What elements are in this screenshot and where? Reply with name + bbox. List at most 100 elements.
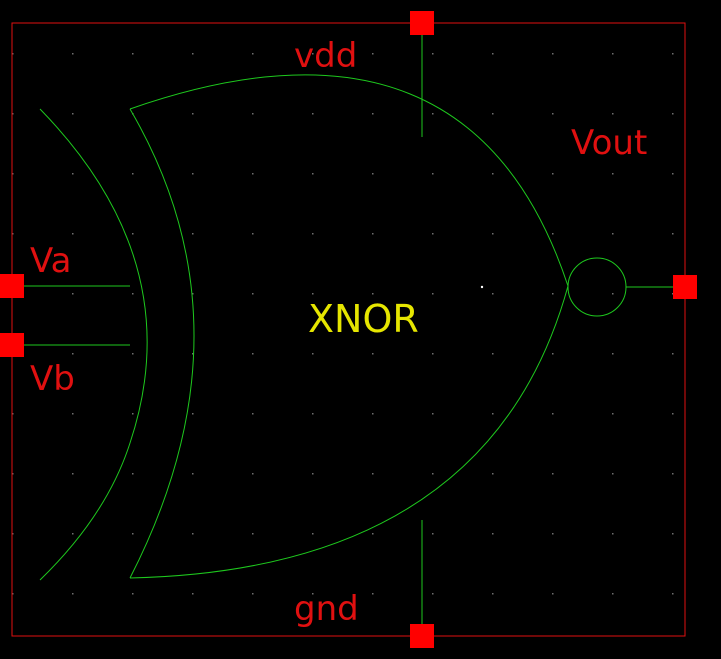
grid-dot xyxy=(132,53,134,55)
grid-dot xyxy=(432,53,434,55)
pin-label-gnd: gnd xyxy=(294,589,359,629)
grid-dot xyxy=(132,533,134,535)
pins xyxy=(0,11,697,648)
grid-dot xyxy=(492,173,494,175)
grid-dot xyxy=(672,533,674,535)
grid-dot xyxy=(492,533,494,535)
grid-dot xyxy=(192,413,194,415)
grid-dot xyxy=(72,413,74,415)
grid-dot xyxy=(312,173,314,175)
grid-dot xyxy=(672,473,674,475)
grid-dot xyxy=(372,293,374,295)
grid-dot xyxy=(312,353,314,355)
grid-dot xyxy=(372,113,374,115)
grid-dot xyxy=(552,53,554,55)
grid-dot xyxy=(612,173,614,175)
instance-label: XNOR xyxy=(308,297,419,341)
xnor-top-curve xyxy=(129,74,569,287)
grid-dot xyxy=(552,293,554,295)
grid-dot xyxy=(132,233,134,235)
grid-dot xyxy=(492,113,494,115)
grid-dot xyxy=(312,593,314,595)
pin-label-va: Va xyxy=(30,241,71,281)
grid-dot xyxy=(132,413,134,415)
grid-dot xyxy=(252,173,254,175)
grid-dot xyxy=(492,353,494,355)
grid-dot xyxy=(372,593,374,595)
pin-wires xyxy=(12,23,685,636)
grid-dot xyxy=(312,533,314,535)
grid-dot xyxy=(252,113,254,115)
grid-dot xyxy=(612,473,614,475)
xnor-input-arc xyxy=(39,108,148,581)
grid-dot xyxy=(552,473,554,475)
grid-dot xyxy=(372,473,374,475)
grid-dot xyxy=(672,53,674,55)
origin-marker xyxy=(480,285,484,289)
grid-dot xyxy=(132,353,134,355)
grid-dot xyxy=(552,413,554,415)
grid-dot xyxy=(252,233,254,235)
xnor-bottom-curve xyxy=(129,285,569,579)
pin-vout[interactable] xyxy=(673,275,697,299)
inversion-bubble xyxy=(567,257,627,317)
grid-dot xyxy=(312,233,314,235)
grid-dot xyxy=(72,233,74,235)
grid-dot xyxy=(492,293,494,295)
grid-dot xyxy=(12,533,14,535)
grid-dot xyxy=(612,593,614,595)
grid-dot xyxy=(552,533,554,535)
grid-dot xyxy=(252,53,254,55)
grid-dot xyxy=(432,533,434,535)
grid-dot xyxy=(552,173,554,175)
grid-dot xyxy=(432,413,434,415)
grid-dot xyxy=(192,353,194,355)
grid-dot xyxy=(312,53,314,55)
grid-dot xyxy=(12,593,14,595)
grid-dot xyxy=(192,113,194,115)
grid-dot xyxy=(612,53,614,55)
grid-dot xyxy=(252,293,254,295)
grid-dot xyxy=(192,473,194,475)
grid-dot xyxy=(672,293,674,295)
grid-dot xyxy=(132,593,134,595)
grid-dot xyxy=(432,353,434,355)
grid-dot xyxy=(612,233,614,235)
grid-dot xyxy=(612,413,614,415)
grid-dot xyxy=(672,413,674,415)
grid-dot xyxy=(552,353,554,355)
pin-va[interactable] xyxy=(0,274,24,298)
pin-gnd[interactable] xyxy=(410,624,434,648)
pin-vdd[interactable] xyxy=(410,11,434,35)
grid-dot xyxy=(252,413,254,415)
grid-dot xyxy=(12,53,14,55)
grid-dot xyxy=(252,533,254,535)
grid-dot xyxy=(12,473,14,475)
grid-dot xyxy=(72,173,74,175)
grid-dot xyxy=(672,593,674,595)
grid-dot xyxy=(12,113,14,115)
grid-dot xyxy=(312,293,314,295)
grid-dot xyxy=(192,233,194,235)
grid-dot xyxy=(612,533,614,535)
xnor-back-curve xyxy=(129,108,195,579)
grid-dot xyxy=(492,53,494,55)
grid-dot xyxy=(432,113,434,115)
grid-dot xyxy=(672,353,674,355)
grid-dot xyxy=(372,533,374,535)
grid-dot xyxy=(72,353,74,355)
grid-dot xyxy=(612,113,614,115)
grid-dot xyxy=(552,113,554,115)
grid-dot xyxy=(492,593,494,595)
grid-dot xyxy=(312,413,314,415)
grid-dot xyxy=(612,293,614,295)
grid-dot xyxy=(132,293,134,295)
pin-vb[interactable] xyxy=(0,333,24,357)
grid-dot xyxy=(312,113,314,115)
grid-dot xyxy=(372,53,374,55)
grid-dot xyxy=(492,233,494,235)
grid-dot xyxy=(192,533,194,535)
grid-dot xyxy=(72,113,74,115)
grid-dot xyxy=(552,233,554,235)
